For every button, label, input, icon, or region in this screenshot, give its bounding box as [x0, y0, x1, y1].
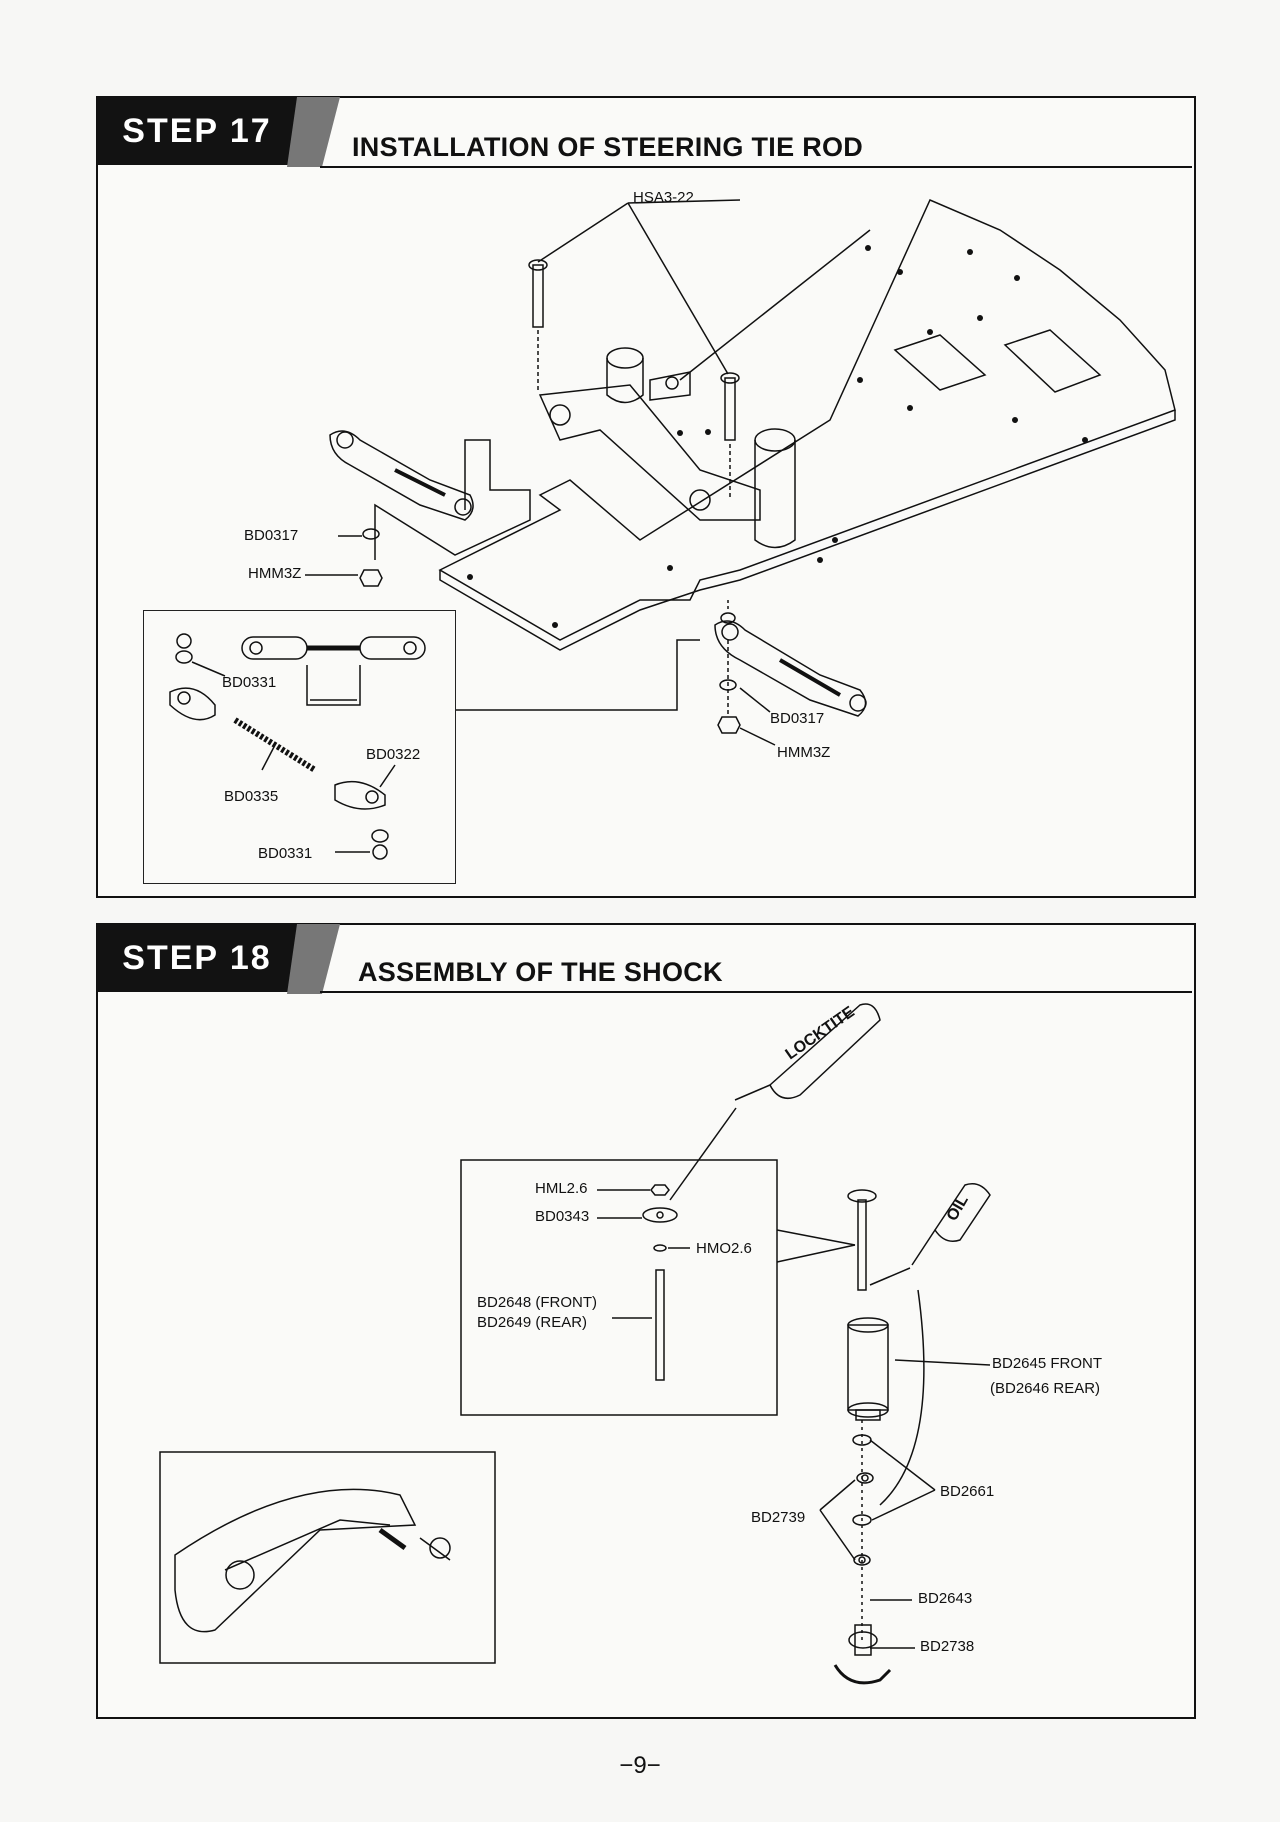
locktite-label: LOCKTITE — [783, 1003, 859, 1063]
label-hmo2-6: HMO2.6 — [696, 1240, 752, 1257]
label-bd0343: BD0343 — [535, 1208, 590, 1225]
label-bd2643: BD2643 — [918, 1590, 973, 1607]
oil-bottle — [934, 1183, 991, 1242]
label-hmm3z-right: HMM3Z — [777, 744, 831, 761]
label-bd2661: BD2661 — [940, 1483, 995, 1500]
label-bd0335: BD0335 — [224, 788, 279, 805]
oil-label: OIL — [944, 1192, 972, 1224]
label-bd0322: BD0322 — [366, 746, 421, 763]
step18-header-divider — [320, 991, 1192, 993]
label-hsa3-22: HSA3-22 — [633, 189, 694, 206]
step18-panel — [96, 923, 1196, 1719]
step17-badge: STEP 17 — [97, 97, 297, 165]
step18-title: ASSEMBLY OF THE SHOCK — [358, 957, 723, 987]
label-bd0317-left: BD0317 — [244, 527, 299, 544]
page-number: −9− — [619, 1752, 661, 1779]
label-bd2648-front: BD2648 (FRONT) — [477, 1294, 598, 1311]
label-bd2646-rear: (BD2646 REAR) — [990, 1380, 1101, 1397]
label-hml2-6: HML2.6 — [535, 1180, 588, 1197]
step17-header-divider — [320, 166, 1192, 168]
locktite-tube — [769, 1003, 881, 1100]
label-bd0317-right: BD0317 — [770, 710, 825, 727]
label-bd2739: BD2739 — [751, 1509, 806, 1526]
pliers — [174, 1488, 417, 1633]
label-bd2738: BD2738 — [920, 1638, 975, 1655]
label-bd2645-front: BD2645 FRONT — [992, 1355, 1103, 1372]
step18-badge: STEP 18 — [97, 924, 297, 992]
steering-bellcrank — [538, 384, 761, 521]
chassis-plate — [438, 199, 1176, 641]
label-bd2649-rear: BD2649 (REAR) — [477, 1314, 588, 1331]
step17-inset — [143, 610, 456, 884]
label-bd0331-top: BD0331 — [222, 674, 277, 691]
label-bd0331-bottom: BD0331 — [258, 845, 313, 862]
step17-panel — [96, 96, 1196, 898]
label-hmm3z-left: HMM3Z — [248, 565, 302, 582]
step17-title: INSTALLATION OF STEERING TIE ROD — [352, 132, 864, 162]
